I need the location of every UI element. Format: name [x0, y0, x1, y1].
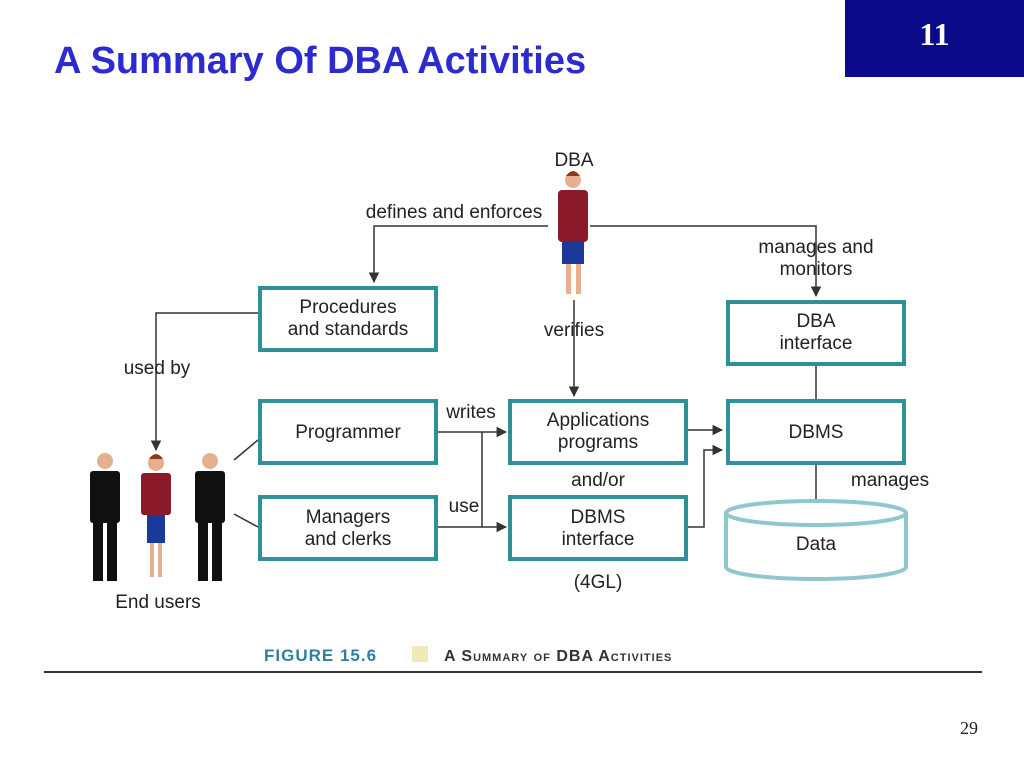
dbms-label: DBMS — [789, 422, 844, 443]
dba-interface-label-2: interface — [780, 333, 853, 354]
manages-label: manages — [851, 470, 929, 491]
manages-monitors-label-1: manages and — [758, 237, 873, 258]
page-number: 29 — [960, 718, 978, 738]
defines-label: defines and enforces — [366, 202, 542, 223]
fourgl-label: (4GL) — [574, 572, 623, 593]
dba-label: DBA — [554, 150, 593, 171]
dba-interface-label-1: DBA — [796, 311, 835, 332]
dbms-box — [726, 399, 906, 465]
chapter-badge: 11 — [845, 0, 1024, 77]
procedures-box — [258, 286, 438, 352]
dbms-interface-label-1: DBMS — [571, 507, 626, 528]
data-cylinder-icon — [724, 499, 908, 581]
and-or-label: and/or — [571, 470, 626, 491]
caption-marker — [412, 646, 428, 662]
managers-label-1: Managers — [306, 507, 391, 528]
end-user-man-left-icon — [90, 453, 120, 581]
managers-label-2: and clerks — [305, 529, 392, 550]
managers-box — [258, 495, 438, 561]
figure-number: FIGURE 15.6 — [264, 646, 377, 665]
chapter-number: 11 — [919, 16, 950, 52]
writes-label: writes — [445, 402, 496, 423]
applications-label-1: Applications — [547, 410, 649, 431]
end-user-woman-icon — [141, 454, 171, 577]
verifies-label: verifies — [544, 320, 604, 341]
figure-caption: A Summary of DBA Activities — [444, 648, 672, 665]
procedures-label-1: Procedures — [299, 297, 396, 318]
use-label: use — [449, 496, 480, 517]
dbms-interface-label-2: interface — [562, 529, 635, 550]
end-user-man-right-icon — [195, 453, 225, 581]
dbms-interface-box — [508, 495, 688, 561]
connector-lines — [150, 225, 822, 533]
manages-monitors-label-2: monitors — [780, 259, 853, 280]
dba-person-icon — [558, 171, 588, 294]
applications-box — [508, 399, 688, 465]
procedures-label-2: and standards — [288, 319, 408, 340]
used-by-label: used by — [124, 358, 191, 379]
programmer-label: Programmer — [295, 422, 401, 443]
dba-interface-box — [726, 300, 906, 366]
programmer-box — [258, 399, 438, 465]
data-label: Data — [796, 534, 837, 555]
slide-title: A Summary Of DBA Activities — [54, 40, 587, 82]
end-users-label: End users — [115, 592, 201, 613]
applications-label-2: programs — [558, 432, 638, 453]
